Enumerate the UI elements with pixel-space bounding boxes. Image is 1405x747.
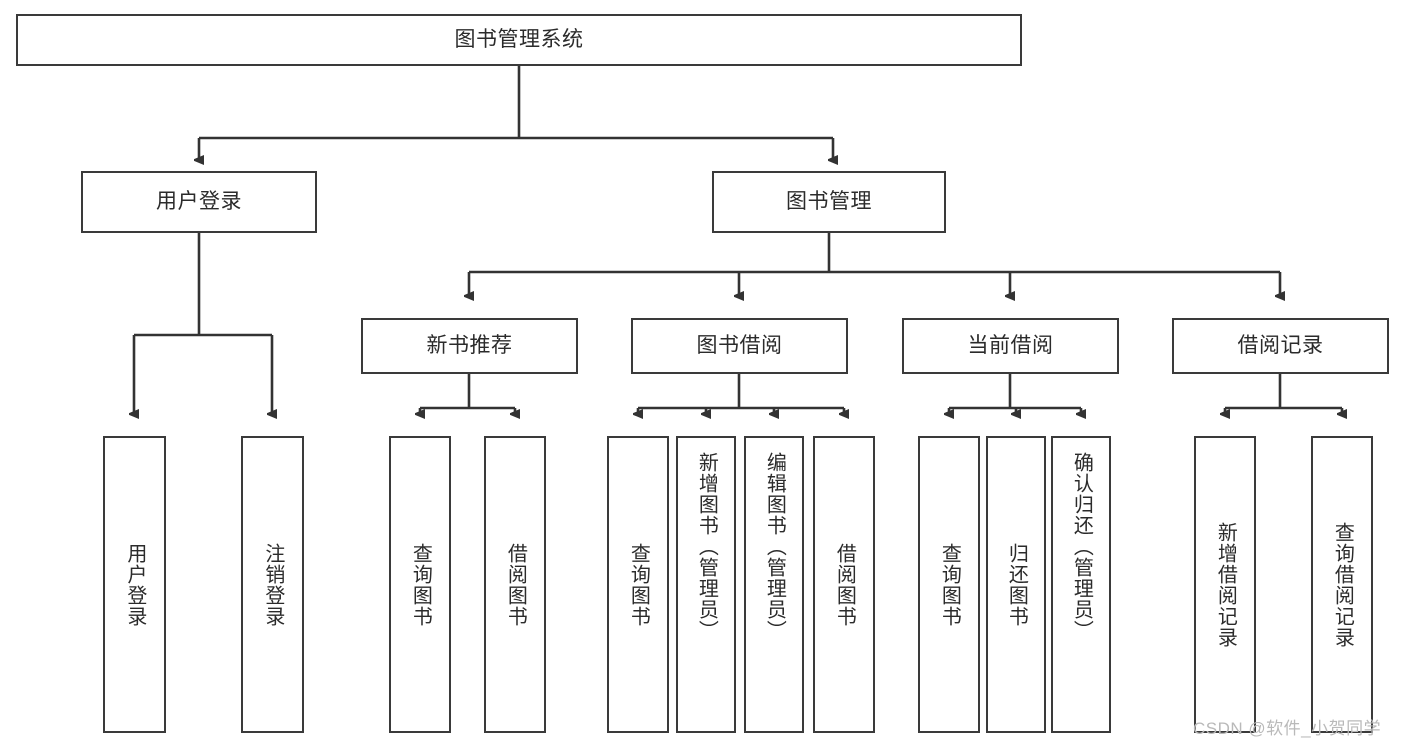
node-book-management[interactable]: 图书管理	[712, 171, 946, 233]
node-label: 借阅图书	[504, 542, 527, 627]
edge-borrow-to-leaves	[638, 374, 844, 414]
node-label: 查询图书	[627, 542, 650, 627]
node-label: 借阅图书	[833, 542, 856, 627]
node-label: 查询借阅记录	[1331, 521, 1354, 648]
node-root-system[interactable]: 图书管理系统	[16, 14, 1022, 66]
leaf-query-borrow-record[interactable]: 查询借阅记录	[1311, 436, 1373, 733]
leaf-confirm-return-admin[interactable]: 确认归还（管理员）	[1051, 436, 1111, 733]
node-book-borrow[interactable]: 图书借阅	[631, 318, 848, 374]
leaf-add-book-admin[interactable]: 新增图书（管理员）	[676, 436, 736, 733]
edge-root-to-level2	[199, 66, 833, 160]
node-user-login[interactable]: 用户登录	[81, 171, 317, 233]
leaf-query-books-newbook[interactable]: 查询图书	[389, 436, 451, 733]
leaf-borrow-books-borrow[interactable]: 借阅图书	[813, 436, 875, 733]
edge-current-to-leaves	[949, 374, 1081, 414]
node-label: 编辑图书（管理员）	[763, 452, 786, 641]
leaf-query-books-current[interactable]: 查询图书	[918, 436, 980, 733]
leaf-logout-login[interactable]: 注销登录	[241, 436, 304, 733]
node-label: 查询图书	[938, 542, 961, 627]
node-label: 当前借阅	[967, 334, 1054, 358]
leaf-return-books[interactable]: 归还图书	[986, 436, 1046, 733]
node-label: 查询图书	[409, 542, 432, 627]
node-label: 注销登录	[261, 542, 284, 627]
leaf-edit-book-admin[interactable]: 编辑图书（管理员）	[744, 436, 804, 733]
node-label: 借阅记录	[1237, 334, 1324, 358]
edge-bookmgmt-to-level3	[469, 233, 1280, 296]
node-label: 新增借阅记录	[1214, 521, 1237, 648]
node-label: 图书管理系统	[454, 28, 584, 52]
node-borrow-records[interactable]: 借阅记录	[1172, 318, 1389, 374]
edge-newbook-to-leaves	[420, 374, 515, 414]
node-label: 用户登录	[156, 190, 242, 214]
leaf-add-borrow-record[interactable]: 新增借阅记录	[1194, 436, 1256, 733]
node-new-book-recommend[interactable]: 新书推荐	[361, 318, 578, 374]
node-label: 新增图书（管理员）	[695, 452, 718, 641]
node-label: 新书推荐	[426, 334, 513, 358]
node-current-borrow[interactable]: 当前借阅	[902, 318, 1119, 374]
node-label: 确认归还（管理员）	[1070, 452, 1093, 641]
leaf-borrow-books-newbook[interactable]: 借阅图书	[484, 436, 546, 733]
leaf-user-login[interactable]: 用户登录	[103, 436, 166, 733]
edge-records-to-leaves	[1225, 374, 1342, 414]
leaf-query-books-borrow[interactable]: 查询图书	[607, 436, 669, 733]
node-label: 用户登录	[123, 542, 146, 627]
edge-userlogin-to-leaves	[134, 233, 272, 414]
node-label: 归还图书	[1005, 542, 1028, 627]
node-label: 图书管理	[786, 190, 872, 214]
node-label: 图书借阅	[696, 334, 783, 358]
